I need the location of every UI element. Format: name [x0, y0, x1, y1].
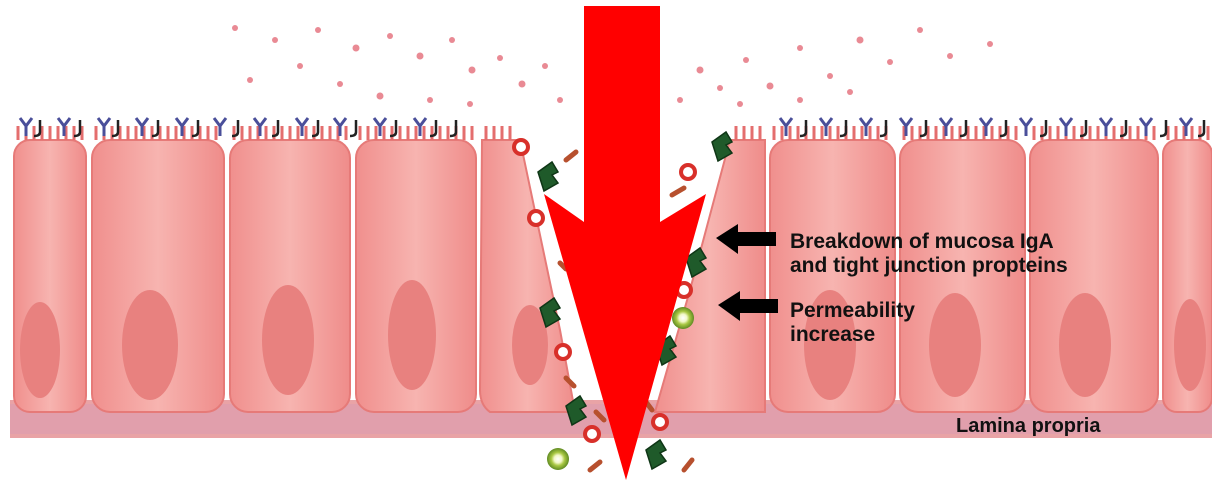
antibody-icon: [136, 118, 148, 136]
antibody-icon: [900, 118, 912, 136]
permeability-label: Permeability increase: [790, 299, 915, 347]
nucleus: [388, 280, 436, 390]
nucleus: [929, 293, 981, 397]
antibody-icon: [254, 118, 266, 136]
antibody-icon: [334, 118, 346, 136]
antigen-particle-icon: [556, 345, 570, 359]
antigen-particle-icon: [247, 77, 253, 83]
antigen-particle-icon: [232, 25, 238, 31]
antigen-particle-icon: [797, 97, 803, 103]
rod-particle: [672, 188, 684, 195]
antigen-particle-icon: [677, 97, 683, 103]
antibody-icon: [1060, 118, 1072, 136]
antigen-particle-icon: [743, 57, 749, 63]
j-chain-mark: [450, 120, 456, 136]
antigen-particle-icon: [377, 93, 384, 100]
nucleus: [1059, 293, 1111, 397]
breakdown-label-line2: and tight junction propteins: [790, 254, 1068, 278]
antigen-particle-icon: [519, 81, 526, 88]
j-chain-mark: [880, 120, 886, 136]
breakdown-label-line1: Breakdown of mucosa IgA: [790, 230, 1068, 254]
permeability-label-line1: Permeability: [790, 299, 915, 323]
antigen-particle-icon: [337, 81, 343, 87]
antibody-icon: [940, 118, 952, 136]
antigen-particle-icon: [717, 85, 723, 91]
protein-fragment-icon: [538, 162, 558, 191]
antibody-icon: [1100, 118, 1112, 136]
j-chain-mark: [350, 120, 356, 136]
antigen-particle-icon: [857, 37, 864, 44]
antigen-particle-icon: [917, 27, 923, 33]
antigen-particle-icon: [547, 448, 569, 470]
antigen-particle-icon: [542, 63, 548, 69]
antigen-particle-icon: [672, 307, 694, 329]
antibody-icon: [1020, 118, 1032, 136]
antibody-icon: [98, 118, 110, 136]
antibody-icon: [58, 118, 70, 136]
antigen-particle-icon: [469, 67, 476, 74]
antigen-particle-icon: [514, 140, 528, 154]
antibody-icon: [20, 118, 32, 136]
rod-particle: [590, 462, 600, 470]
nucleus: [262, 285, 314, 395]
antigen-particle-icon: [353, 45, 360, 52]
antigen-particle-icon: [767, 83, 774, 90]
j-chain-mark: [840, 120, 846, 136]
antigen-particle-icon: [272, 37, 278, 43]
antigen-particle-icon: [557, 97, 563, 103]
antigen-particle-icon: [529, 211, 543, 225]
j-chain-mark: [800, 120, 806, 136]
permeability-label-line2: increase: [790, 323, 915, 347]
antibody-icon: [980, 118, 992, 136]
antigen-particle-icon: [297, 63, 303, 69]
antigen-particle-icon: [585, 427, 599, 441]
antigen-particle-icon: [427, 97, 433, 103]
antigen-particle-icon: [497, 55, 503, 61]
protein-fragment-icon: [646, 440, 666, 469]
antigen-particle-icon: [737, 101, 743, 107]
antigen-particle-icon: [697, 67, 704, 74]
antibody-icon: [1180, 118, 1192, 136]
antigen-particle-icon: [827, 73, 833, 79]
antigen-particle-icon: [449, 37, 455, 43]
antigen-particle-icon: [681, 165, 695, 179]
antigen-particle-icon: [987, 41, 993, 47]
antigen-particle-icon: [417, 53, 424, 60]
antigen-particle-icon: [467, 101, 473, 107]
antigen-particle-icon: [653, 415, 667, 429]
nucleus: [20, 302, 60, 398]
nucleus: [122, 290, 178, 400]
lamina-propria-label: Lamina propria: [956, 414, 1100, 438]
nucleus: [1174, 299, 1206, 391]
breakdown-label: Breakdown of mucosa IgA and tight juncti…: [790, 230, 1068, 278]
antigen-particle-icon: [847, 89, 853, 95]
j-chain-mark: [1160, 120, 1166, 136]
antigen-particle-icon: [797, 45, 803, 51]
antibody-icon: [1140, 118, 1152, 136]
antigen-particle-icon: [315, 27, 321, 33]
rod-particle: [566, 152, 576, 160]
rod-particle: [684, 460, 692, 470]
antigen-particle-icon: [887, 59, 893, 65]
antigen-particle-icon: [387, 33, 393, 39]
antibody-icon: [176, 118, 188, 136]
epithelial-cells-left: [14, 126, 575, 412]
antigen-particle-icon: [947, 53, 953, 59]
